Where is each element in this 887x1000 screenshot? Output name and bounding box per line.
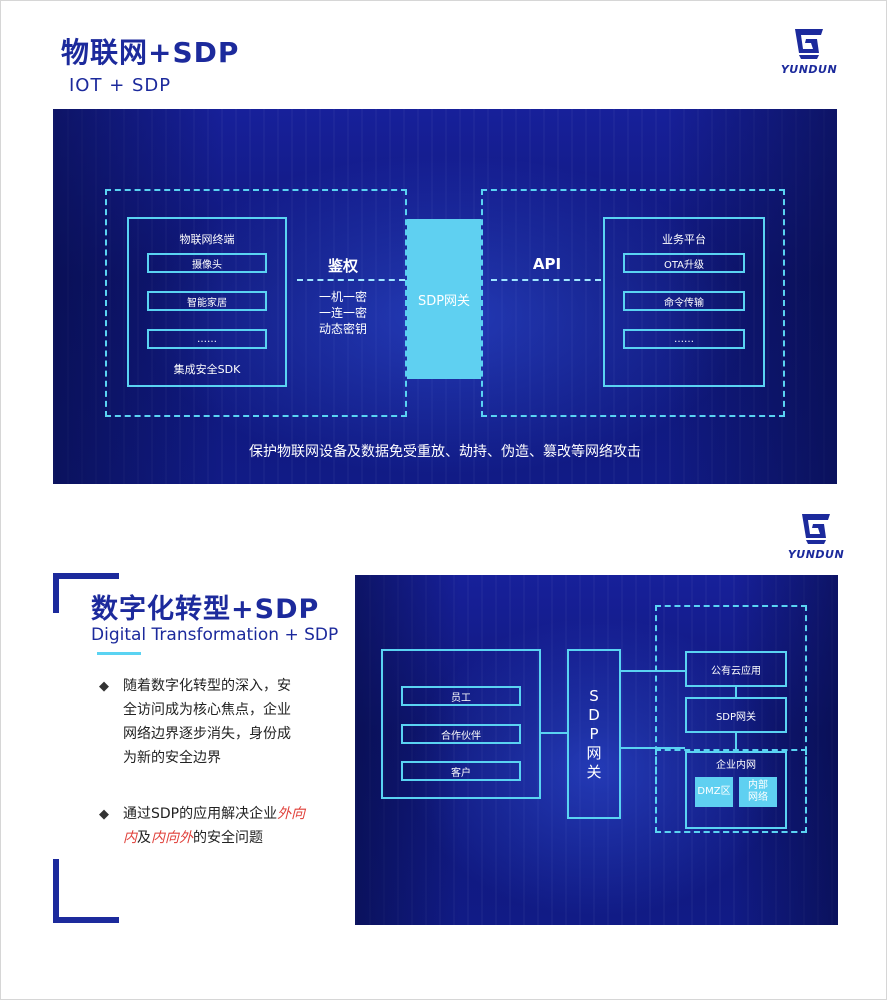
link-gateway-intranet <box>621 747 685 749</box>
gateway-char-guan: 关 <box>586 763 602 781</box>
bullet-icon-1: ◆ <box>99 679 109 694</box>
auth-methods: 一机一密 一连一密 动态密钥 <box>293 289 393 337</box>
device-smart-home: 智能家居 <box>147 291 267 311</box>
platform-zone <box>481 189 785 417</box>
gateway-char-s: S <box>589 687 599 705</box>
auth-link-line <box>297 279 405 281</box>
auth-method-3: 动态密钥 <box>318 322 367 336</box>
gateway-char-p: P <box>589 725 599 743</box>
logo-text: YUNDUN <box>780 63 838 76</box>
bullet-text-1: 随着数字化转型的深入，安 全访问成为核心焦点，企业 网络边界逐步消失，身份成 为… <box>123 674 313 770</box>
slide2-subtitle: Digital Transformation + SDP <box>91 625 339 645</box>
slide2-title: 数字化转型+SDP <box>91 594 320 625</box>
iot-diagram-panel: 物联网终端 摄像头 智能家居 …… 集成安全SDK 鉴权 一机一密 一连一密 动… <box>53 109 837 484</box>
bullet2-outside-in: 外向内 <box>123 806 306 846</box>
iot-terminal-title: 物联网终端 <box>179 233 235 246</box>
bullet-icon-2: ◆ <box>99 807 109 822</box>
sdp-gateway-vertical <box>567 649 621 819</box>
business-platform-title: 业务平台 <box>662 233 706 246</box>
bullet2-post: 的安全问题 <box>193 830 263 846</box>
bullet2-and: 及 <box>137 830 151 846</box>
platform-more: …… <box>623 329 745 349</box>
internal-network: 内部网络 <box>739 777 777 807</box>
platform-command: 命令传输 <box>623 291 745 311</box>
dmz-zone: DMZ区 <box>695 777 733 807</box>
auth-method-1: 一机一密 <box>318 290 367 304</box>
digital-diagram-panel: 员工 合作伙伴 客户 S D P 网 关 公有云应用 SDP网关 企业内网 DM… <box>355 575 838 925</box>
shield-logo-icon-2 <box>802 514 830 544</box>
sdk-label: 集成安全SDK <box>173 363 241 376</box>
device-zone <box>105 189 407 417</box>
yundun-logo-2: YUNDUN <box>781 512 851 568</box>
user-partner: 合作伙伴 <box>401 724 521 744</box>
user-customer: 客户 <box>401 761 521 781</box>
bullet2-inside-out: 内向外 <box>151 830 193 846</box>
logo-text-2: YUNDUN <box>787 548 845 561</box>
slide1-title: 物联网+SDP <box>61 36 240 69</box>
user-employee: 员工 <box>401 686 521 706</box>
intranet-title: 企业内网 <box>716 760 756 771</box>
slide1-subtitle: IOT + SDP <box>69 75 172 96</box>
iot-terminal-box <box>127 217 287 387</box>
link-gateway-intranet-box <box>735 733 737 751</box>
bullet-text-2: 通过SDP的应用解决企业外向内及内向外的安全问题 <box>123 802 313 850</box>
device-more: …… <box>147 329 267 349</box>
link-gateway-cloud <box>621 670 685 672</box>
link-cloud-gateway <box>735 687 737 697</box>
yundun-logo: YUNDUN <box>774 27 844 83</box>
platform-ota: OTA升级 <box>623 253 745 273</box>
shield-logo-icon <box>795 29 823 59</box>
corner-bracket-bottom <box>53 859 119 923</box>
gateway-char-wang: 网 <box>586 744 602 762</box>
bullet1-line2: 全访问成为核心焦点，企业 <box>123 702 291 718</box>
iot-footer-text: 保护物联网设备及数据免受重放、劫持、伪造、篡改等网络攻击 <box>249 444 641 460</box>
device-camera: 摄像头 <box>147 253 267 273</box>
gateway-vertical-label: S D P 网 关 <box>584 687 604 782</box>
auth-method-2: 一连一密 <box>318 306 367 320</box>
api-link-line <box>491 279 601 281</box>
sdp-gateway-small: SDP网关 <box>685 697 787 733</box>
bullet1-line4: 为新的安全边界 <box>123 750 221 766</box>
public-cloud-app: 公有云应用 <box>685 651 787 687</box>
link-users-gateway <box>541 732 567 734</box>
bullet2-pre: 通过SDP的应用解决企业 <box>123 806 278 822</box>
users-box <box>381 649 541 799</box>
business-platform-box <box>603 217 765 387</box>
intranet-box <box>685 751 787 829</box>
bullet1-line3: 网络边界逐步消失，身份成 <box>123 726 291 742</box>
subtitle-underline <box>97 652 141 655</box>
auth-label: 鉴权 <box>327 257 358 275</box>
api-label: API <box>532 255 562 273</box>
intranet-zone <box>655 749 807 833</box>
gateway-char-d: D <box>588 706 600 724</box>
bullet1-line1: 随着数字化转型的深入，安 <box>123 678 291 694</box>
corner-bracket-top <box>53 573 119 613</box>
sdp-gateway: SDP网关 <box>407 219 481 379</box>
